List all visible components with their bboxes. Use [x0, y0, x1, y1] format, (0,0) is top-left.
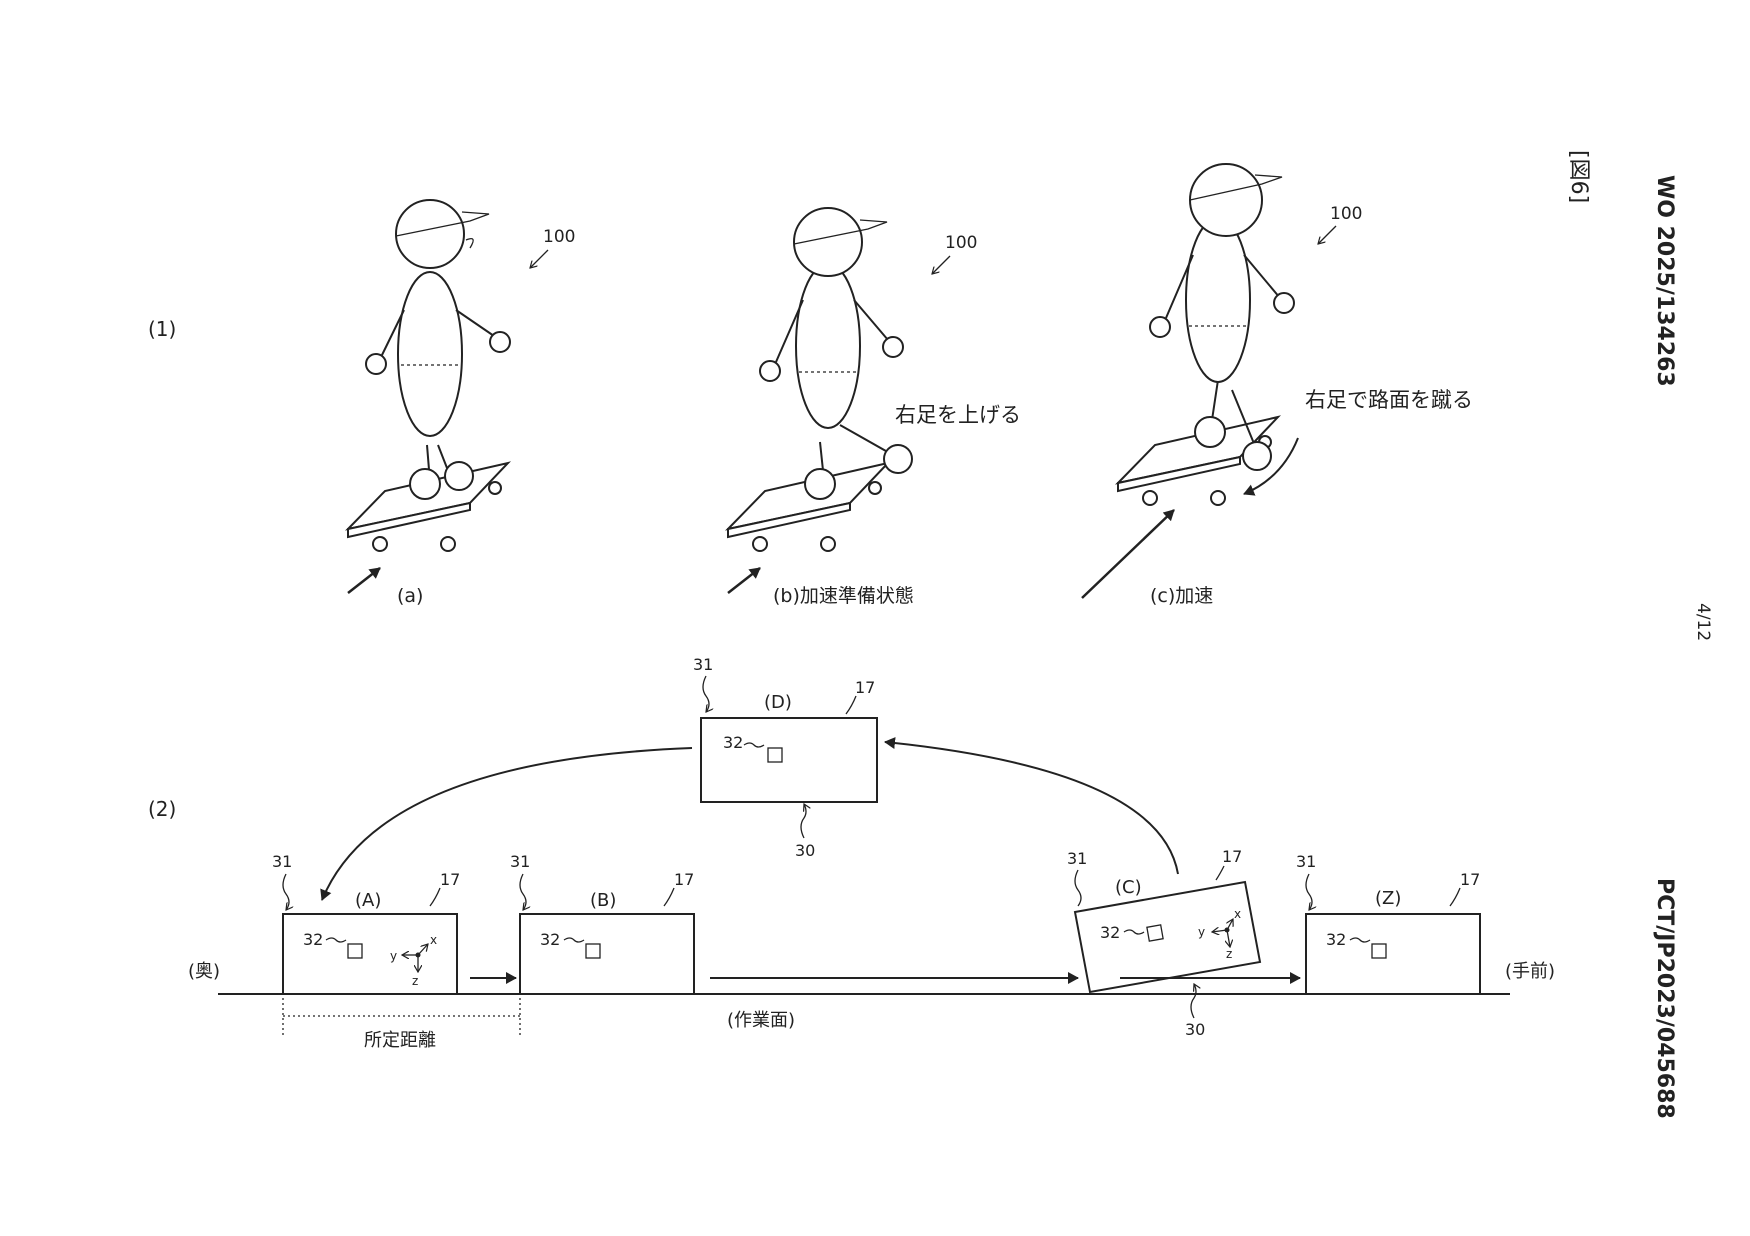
arrow-b [727, 567, 761, 594]
box-z-ref-17: 17 [1460, 870, 1480, 889]
box-b-label: (B) [590, 890, 616, 911]
box-d-ref-17: 17 [855, 678, 875, 697]
box-b [519, 913, 695, 995]
ref-100-b: 100 [945, 233, 977, 253]
arrow-c-to-d [884, 737, 1179, 875]
skater-figure-a [344, 199, 512, 552]
skater-figure-b [724, 207, 913, 552]
distance-label: 所定距離 [364, 1030, 436, 1051]
box-d-ref-31: 31 [693, 655, 713, 674]
app-number: PCT/JP2023/045688 [1652, 878, 1677, 1119]
box-d-ref-30: 30 [795, 841, 815, 860]
box-c-ref-30: 30 [1185, 1020, 1205, 1039]
box-d-label: (D) [764, 692, 792, 713]
surface-label: (作業面) [727, 1010, 795, 1031]
arrow-d-to-a [320, 747, 693, 901]
note-b: 右足を上げる [895, 403, 1021, 427]
arrow-c [1081, 509, 1175, 599]
box-a-axis-z: z [412, 974, 418, 988]
box-c [1073, 880, 1262, 994]
box-a [282, 913, 458, 995]
doc-number: WO 2025/134263 [1652, 175, 1677, 387]
figure-label: [図6] [1566, 150, 1591, 203]
box-b-ref-32: 32 [540, 930, 560, 949]
box-z [1305, 913, 1481, 995]
box-c-ref-17: 17 [1222, 847, 1242, 866]
caption-a: (a) [397, 585, 423, 607]
box-a-ref-31: 31 [272, 852, 292, 871]
kick-arrow [1243, 437, 1299, 496]
ref-100-a: 100 [543, 227, 575, 247]
box-d [700, 717, 878, 803]
box-b-ref-17: 17 [674, 870, 694, 889]
arrow-a [347, 567, 381, 594]
box-z-ref-31: 31 [1296, 852, 1316, 871]
box-b-ref-31: 31 [510, 852, 530, 871]
box-a-axis-x: x [430, 933, 437, 947]
page-number: 4/12 [1693, 603, 1713, 641]
ref-100-c: 100 [1330, 204, 1362, 224]
box-a-ref-17: 17 [440, 870, 460, 889]
skater-figure-c [1114, 163, 1295, 506]
box-z-label: (Z) [1375, 888, 1401, 909]
panel2-label: (2) [148, 797, 176, 821]
box-c-axis-x: x [1234, 907, 1241, 921]
box-z-ref-32: 32 [1326, 930, 1346, 949]
box-c-axis-z: z [1226, 947, 1232, 961]
left-label: (奥) [188, 961, 220, 982]
right-label: (手前) [1505, 961, 1555, 982]
box-a-axis-y: y [390, 949, 397, 963]
box-c-ref-32: 32 [1100, 923, 1120, 942]
box-c-label: (C) [1115, 877, 1142, 898]
box-c-axis-y: y [1198, 925, 1205, 939]
box-c-ref-31: 31 [1067, 849, 1087, 868]
box-a-ref-32: 32 [303, 930, 323, 949]
box-d-ref-32: 32 [723, 733, 743, 752]
box-a-label: (A) [355, 890, 381, 911]
caption-c: (c)加速 [1150, 585, 1213, 607]
panel1-label: (1) [148, 317, 176, 341]
caption-b: (b)加速準備状態 [773, 585, 914, 607]
note-c: 右足で路面を蹴る [1305, 388, 1473, 412]
